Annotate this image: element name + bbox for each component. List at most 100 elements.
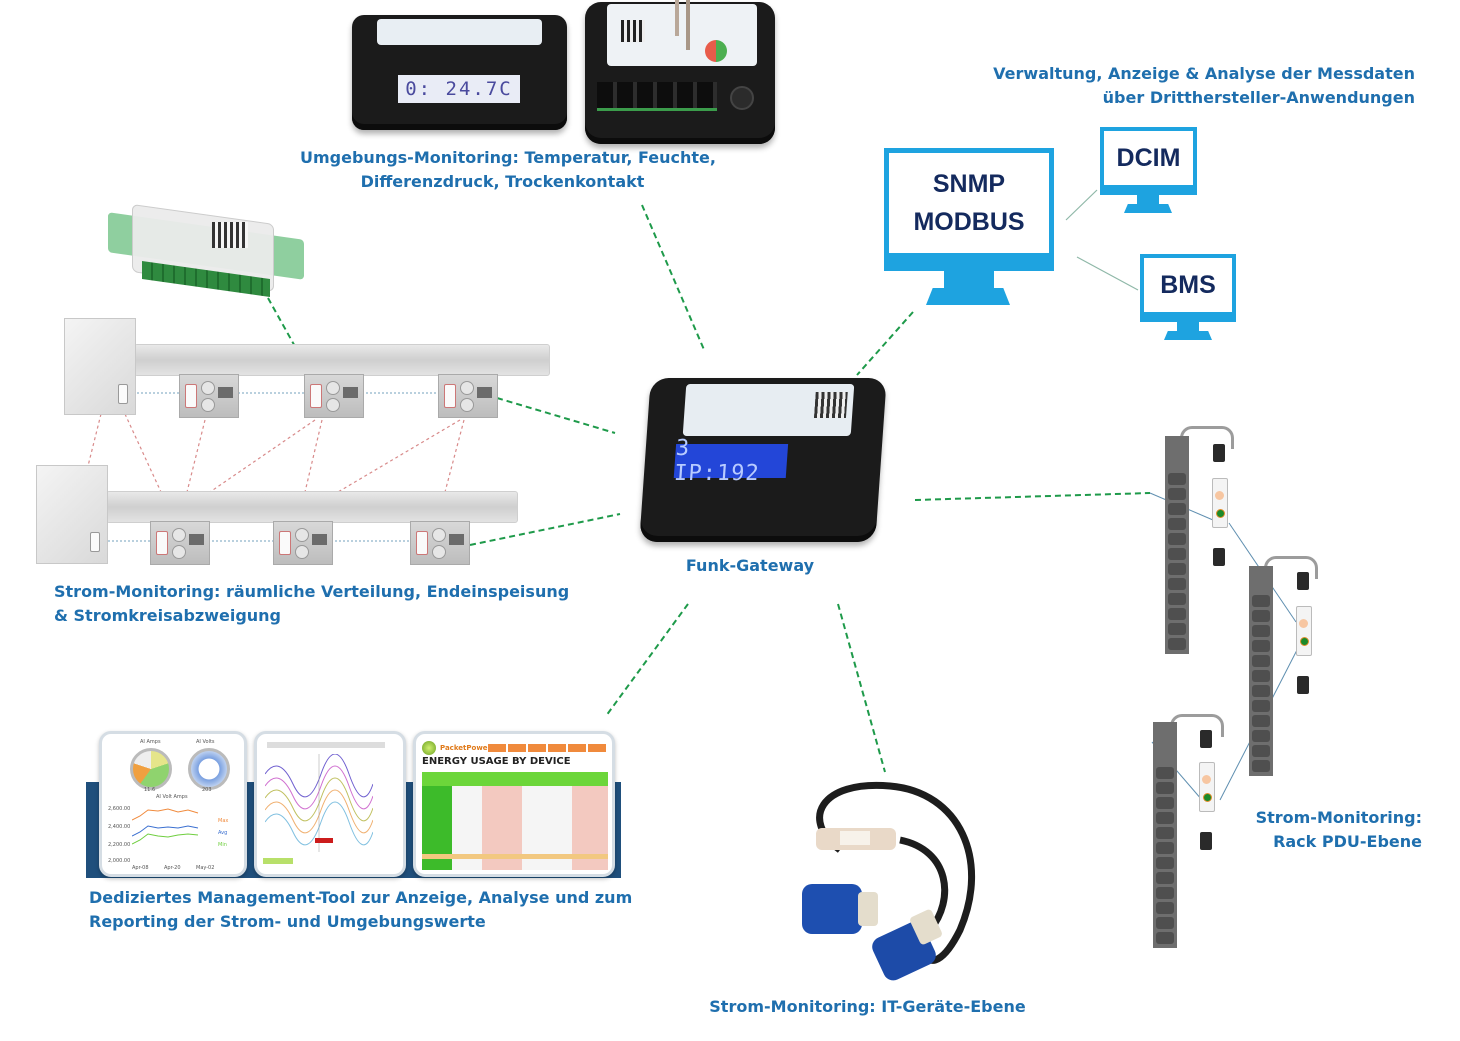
qr-code-icon bbox=[621, 20, 645, 42]
report-table bbox=[422, 772, 608, 870]
legend-max: Max bbox=[218, 818, 229, 824]
environment-node: 0: 24.7C bbox=[350, 0, 780, 200]
busway-caption: Strom-Monitoring: räumliche Verteilung, … bbox=[54, 580, 569, 628]
y-tick: 2,400.00 bbox=[108, 824, 131, 830]
power-jack-icon bbox=[730, 86, 754, 110]
caption-line: Umgebungs-Monitoring: Temperatur, Feucht… bbox=[300, 148, 716, 167]
link-protocols-bms bbox=[1076, 256, 1139, 291]
gauge-title: AI Volts bbox=[196, 739, 215, 745]
report-nav-bar bbox=[488, 744, 606, 752]
caption-line: Strom-Monitoring: räumliche Verteilung, … bbox=[54, 582, 570, 601]
rack-pdu-group bbox=[1140, 420, 1360, 960]
caption-line: über Dritthersteller-Anwendungen bbox=[1102, 88, 1415, 107]
protocols-caption: Verwaltung, Anzeige & Analyse der Messda… bbox=[980, 62, 1415, 110]
rack-pdu-caption: Strom-Monitoring: Rack PDU-Ebene bbox=[1230, 806, 1422, 854]
screen-label-modbus: MODBUS bbox=[913, 208, 1025, 236]
busway-lower bbox=[36, 465, 521, 565]
caption-line: & Stromkreisabzweigung bbox=[54, 606, 282, 625]
tapbox-icon bbox=[150, 521, 210, 565]
y-tick: 2,600.00 bbox=[108, 806, 131, 812]
rack-pdu-icon bbox=[1153, 722, 1177, 948]
x-tick: Apr-08 bbox=[132, 865, 149, 871]
it-device-caption: Strom-Monitoring: IT-Geräte-Ebene bbox=[690, 995, 1045, 1019]
chart-title: AI Volt Amps bbox=[156, 794, 188, 800]
gauge-value: 203 bbox=[202, 787, 212, 793]
rack-pdu-icon bbox=[1165, 436, 1189, 654]
pdu-sensor-icon bbox=[1212, 478, 1228, 528]
link-gateway-itdevice bbox=[837, 603, 886, 773]
caption-line: Rack PDU-Ebene bbox=[1273, 832, 1422, 851]
environment-lcd: 0: 24.7C bbox=[398, 75, 520, 103]
caption-line: Strom-Monitoring: IT-Geräte-Ebene bbox=[709, 997, 1026, 1016]
gauge-value: 11.6 bbox=[144, 787, 156, 793]
qr-code-icon bbox=[813, 392, 848, 418]
legend-avg: Avg bbox=[218, 830, 228, 836]
tapbox-icon bbox=[304, 374, 364, 418]
cee-plug-icon bbox=[872, 909, 942, 981]
logo-icon bbox=[705, 40, 727, 62]
caption-line: Strom-Monitoring: bbox=[1255, 808, 1422, 827]
y-tick: 2,000.00 bbox=[108, 858, 131, 864]
probe-cable bbox=[686, 0, 690, 50]
report-title: ENERGY USAGE BY DEVICE bbox=[422, 756, 571, 767]
pdu-sensor-icon bbox=[1199, 762, 1215, 812]
screen-label-dcim: DCIM bbox=[1116, 143, 1181, 172]
tapbox-icon bbox=[273, 521, 333, 565]
gauge-title: AI Amps bbox=[140, 739, 161, 745]
gateway-caption: Funk-Gateway bbox=[685, 556, 815, 575]
link-gateway-busway-lower bbox=[469, 513, 621, 546]
x-tick: Apr-20 bbox=[164, 865, 181, 871]
link-gateway-busway-upper bbox=[496, 397, 616, 434]
tapbox-icon bbox=[438, 374, 498, 418]
snmp-modbus-monitor-icon: SNMP MODBUS bbox=[884, 148, 1054, 306]
caption-line: Dediziertes Management-Tool zur Anzeige,… bbox=[89, 888, 633, 907]
plug-icon bbox=[1213, 444, 1225, 462]
x-tick: May-02 bbox=[196, 865, 215, 871]
cable-sensor-icon bbox=[802, 781, 976, 981]
volt-amps-chart bbox=[132, 808, 199, 845]
plug-icon bbox=[1200, 730, 1212, 748]
dashboard-trends-screen bbox=[254, 731, 406, 877]
link-gateway-rackpdu bbox=[914, 492, 1151, 501]
rack-pdu-icon bbox=[1249, 566, 1273, 776]
y-tick: 2,200.00 bbox=[108, 842, 131, 848]
link-gateway-protocols bbox=[856, 311, 914, 376]
trend-lines-chart bbox=[265, 754, 373, 852]
plug-icon bbox=[1297, 676, 1309, 694]
pdu-sensor-icon bbox=[1296, 606, 1312, 656]
bms-monitor-icon: BMS bbox=[1140, 254, 1236, 342]
series-max bbox=[132, 808, 199, 821]
terminal-block bbox=[597, 82, 717, 111]
packetpower-logo-icon bbox=[422, 741, 436, 755]
brand-label: PacketPower bbox=[440, 744, 491, 752]
link-protocols-dcim bbox=[1065, 189, 1098, 221]
caption-line: Reporting der Strom- und Umgebungswerte bbox=[89, 912, 486, 931]
series-avg bbox=[132, 825, 199, 837]
caption-line: Differenzdruck, Trockenkontakt bbox=[360, 172, 645, 191]
cee-socket-icon bbox=[802, 884, 878, 934]
tapbox-icon bbox=[179, 374, 239, 418]
screen-label-bms: BMS bbox=[1160, 270, 1216, 299]
qr-code-icon bbox=[212, 222, 248, 248]
pdu-cable bbox=[1170, 714, 1224, 737]
busway-wireless-meter-icon bbox=[108, 204, 304, 308]
series-min bbox=[132, 833, 199, 845]
plug-icon bbox=[1297, 572, 1309, 590]
amps-gauge-icon bbox=[130, 748, 172, 790]
environment-caption: Umgebungs-Monitoring: Temperatur, Feucht… bbox=[300, 146, 716, 194]
plug-icon bbox=[1213, 548, 1225, 566]
screen-label-snmp: SNMP bbox=[932, 170, 1006, 198]
busway-upper bbox=[64, 318, 550, 418]
link-gateway-environment bbox=[641, 204, 706, 353]
caption-line: Verwaltung, Anzeige & Analyse der Messda… bbox=[993, 64, 1415, 83]
tapbox-icon bbox=[410, 521, 470, 565]
plug-icon bbox=[1200, 832, 1212, 850]
dashboard-gauges-screen: AI Amps AI Volts 11.6 203 AI Volt Amps 2… bbox=[99, 731, 247, 877]
link-gateway-dashboard bbox=[605, 603, 689, 717]
environment-sensor-io-icon bbox=[585, 0, 775, 144]
legend-min: Min bbox=[218, 842, 227, 848]
management-tool-caption: Dediziertes Management-Tool zur Anzeige,… bbox=[89, 886, 632, 934]
gateway-device-icon: 3 IP:192 bbox=[639, 378, 887, 542]
dcim-monitor-icon: DCIM bbox=[1100, 127, 1197, 215]
environment-sensor-icon: 0: 24.7C bbox=[352, 15, 567, 130]
